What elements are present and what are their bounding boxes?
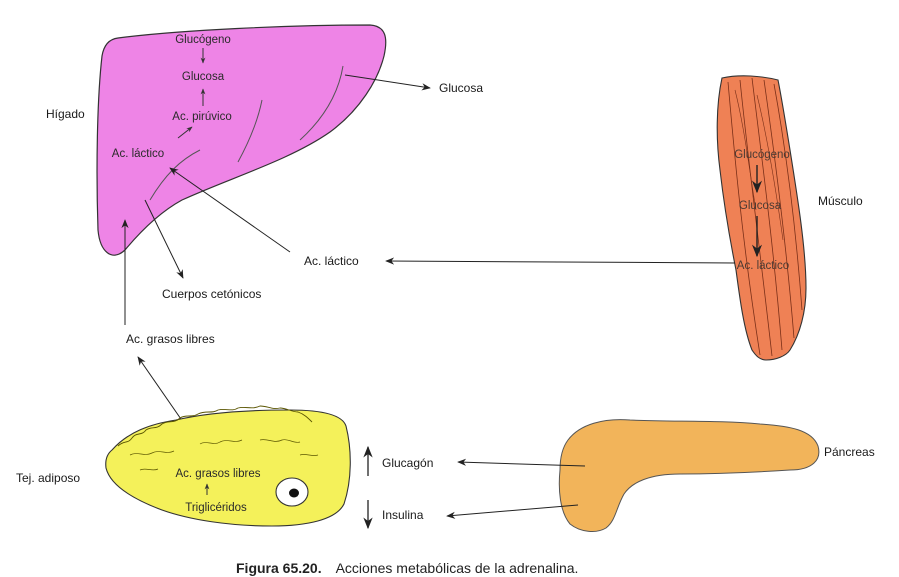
- grasos-libres-label: Ac. grasos libres: [126, 332, 215, 346]
- liver-label: Hígado: [46, 107, 85, 121]
- muscle-glucogeno: Glucógeno: [734, 149, 790, 161]
- figure-number: Figura 65.20.: [236, 560, 322, 576]
- arrow-adipose-to-grasos: [138, 357, 183, 422]
- arrow-lactico-from-muscle: [386, 261, 735, 263]
- muscle-lactico: Ac. láctico: [737, 260, 789, 272]
- liver-piruvico: Ac. pirúvico: [172, 111, 231, 123]
- arrow-lactico-to-liver: [170, 168, 290, 252]
- pancreas-organ: [559, 420, 819, 532]
- cuerpos-label: Cuerpos cetónicos: [162, 287, 261, 301]
- pancreas-label: Páncreas: [824, 445, 875, 459]
- arrow-insulina: [447, 505, 578, 516]
- adipose-grasos: Ac. grasos libres: [175, 468, 260, 480]
- pancreas-shape: [559, 420, 819, 532]
- liver-organ: Glucógeno Glucosa Ac. pirúvico Ac. lácti…: [97, 25, 386, 255]
- adipose-organ: Ac. grasos libres Triglicéridos: [106, 406, 351, 526]
- liver-glucogeno: Glucógeno: [175, 34, 231, 46]
- adipose-label: Tej. adiposo: [16, 471, 80, 485]
- glucagon-label: Glucagón: [382, 456, 433, 470]
- liver-lactico: Ac. láctico: [112, 148, 164, 160]
- lactico-mid-label: Ac. láctico: [304, 254, 359, 268]
- muscle-glucosa: Glucosa: [739, 200, 782, 212]
- liver-shape: [97, 25, 386, 255]
- insulina-label: Insulina: [382, 508, 424, 522]
- figure-caption-text: Acciones metabólicas de la adrenalina.: [336, 560, 579, 576]
- liver-glucosa: Glucosa: [182, 71, 225, 83]
- muscle-organ: Glucógeno Glucosa Ac. láctico: [717, 76, 806, 360]
- adipose-trigliceridos: Triglicéridos: [185, 502, 247, 514]
- muscle-label: Músculo: [818, 194, 863, 208]
- figure-caption: Figura 65.20. Acciones metabólicas de la …: [236, 560, 660, 577]
- muscle-shape: [717, 76, 806, 360]
- glucosa-out-label: Glucosa: [439, 81, 483, 95]
